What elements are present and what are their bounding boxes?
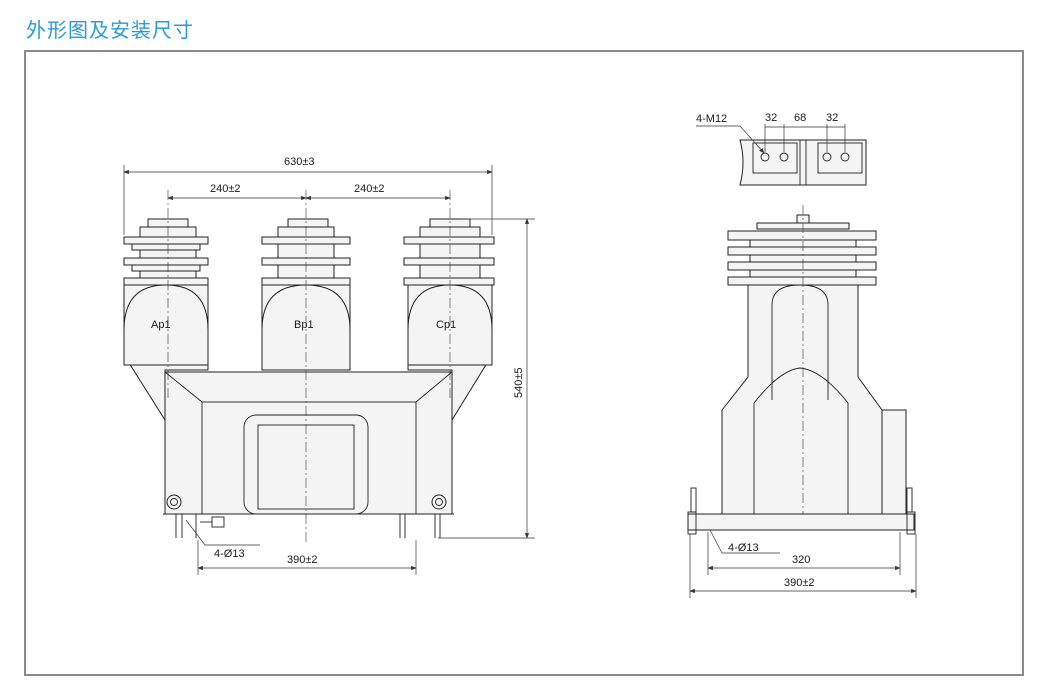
side-view: 4-M12 32 68 32 bbox=[687, 112, 917, 598]
sheds-a bbox=[123, 218, 209, 286]
side-body bbox=[721, 284, 907, 515]
bolt-spacing-left: 32 bbox=[765, 112, 777, 124]
side-inner-width: 320 bbox=[792, 554, 810, 566]
terminal-label-a: Ap1 bbox=[151, 319, 171, 331]
dim-left-spacing: 240±2 bbox=[210, 183, 241, 195]
terminal-label-b: Bp1 bbox=[294, 319, 314, 331]
dim-height: 540±5 bbox=[513, 367, 525, 398]
bolt-spacing-right: 32 bbox=[826, 112, 838, 124]
terminal-plan bbox=[739, 139, 867, 186]
terminal-label-c: Cp1 bbox=[436, 319, 456, 331]
front-view: Ap1 Bp1 Cp1 630±3 240±2 240±2 bbox=[123, 156, 535, 575]
front-mounting-spacing: 390±2 bbox=[287, 554, 318, 566]
main-tank bbox=[164, 371, 453, 515]
side-sheds bbox=[727, 214, 877, 286]
dim-right-spacing: 240±2 bbox=[354, 183, 385, 195]
side-mounting-holes: 4-Ø13 bbox=[728, 542, 759, 554]
front-mounting-holes: 4-Ø13 bbox=[214, 548, 245, 560]
mounting-base bbox=[163, 494, 454, 538]
dim-overall-width: 630±3 bbox=[284, 156, 315, 168]
bolt-gap: 68 bbox=[794, 112, 806, 124]
page-title: 外形图及安装尺寸 bbox=[26, 18, 194, 42]
bolts-label: 4-M12 bbox=[696, 113, 727, 125]
side-base bbox=[687, 487, 916, 535]
side-outer-width: 390±2 bbox=[784, 577, 815, 589]
sheds-c bbox=[403, 218, 495, 286]
